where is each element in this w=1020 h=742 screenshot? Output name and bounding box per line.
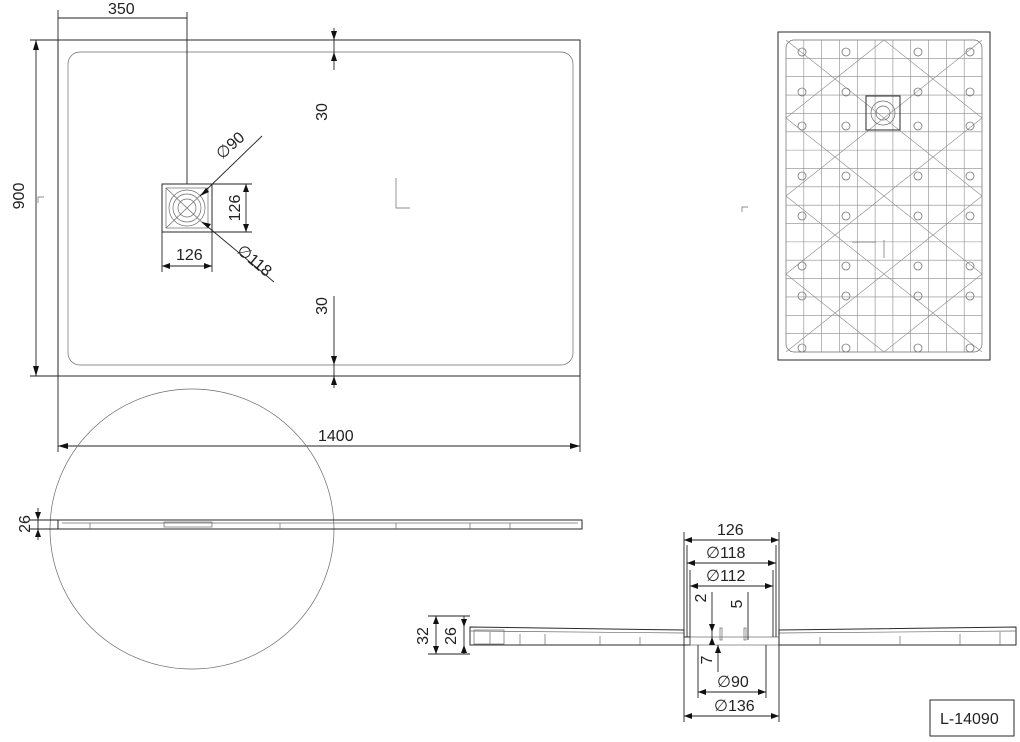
detail-dim-126: 126 <box>717 522 744 539</box>
dim-tray-height: 900 <box>11 183 28 210</box>
support-feet <box>797 47 975 353</box>
dim-rim-top: 30 <box>314 103 331 121</box>
dim-drain-d90: ∅90 <box>213 129 248 163</box>
dim-drain-height: 126 <box>227 195 244 222</box>
section-detail: 126 ∅118 ∅112 2 5 7 ∅90 <box>415 522 1017 722</box>
detail-dim-5: 5 <box>729 599 746 608</box>
dim-drain-d118: ∅118 <box>233 242 274 280</box>
detail-dim-d118: ∅118 <box>706 545 746 562</box>
dim-drain-width: 126 <box>176 247 203 264</box>
detail-dim-d90: ∅90 <box>717 674 749 691</box>
side-view: 26 <box>17 508 583 540</box>
model-code: L-14090 <box>940 711 999 728</box>
rib-grid <box>785 39 983 353</box>
underside-view <box>741 31 991 361</box>
detail-dim-2: 2 <box>693 593 710 602</box>
detail-dim-d112: ∅112 <box>706 568 746 585</box>
title-block: L-14090 <box>929 699 1015 737</box>
tray-outline <box>57 39 581 377</box>
dim-drain-offset: 350 <box>108 1 135 18</box>
detail-dim-26: 26 <box>443 627 460 645</box>
dim-side-thickness: 26 <box>17 515 34 533</box>
detail-dim-7: 7 <box>699 655 716 664</box>
dim-rim-bottom: 30 <box>314 297 331 315</box>
detail-dim-32: 32 <box>415 627 432 645</box>
tray-inner-basin <box>67 51 574 366</box>
detail-dim-d136: ∅136 <box>714 698 755 715</box>
plan-view: 350 900 1400 30 30 126 <box>11 1 581 452</box>
dim-tray-width: 1400 <box>318 428 354 445</box>
